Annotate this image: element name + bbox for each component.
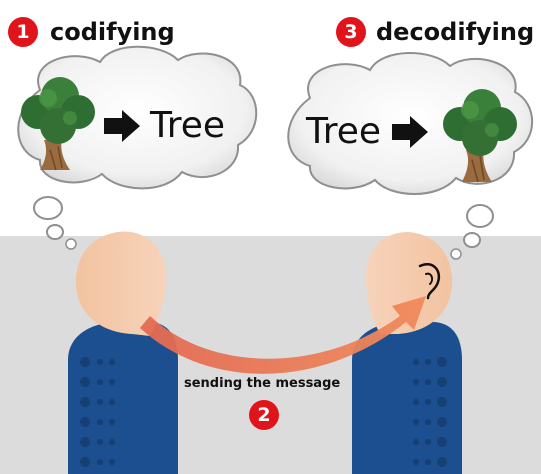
receiver-person	[352, 232, 462, 474]
step-1-label: codifying	[50, 18, 175, 46]
sender-buttons	[80, 357, 115, 467]
step-1-badge: 1	[8, 17, 38, 47]
receiver-buttons	[413, 357, 447, 467]
left-thought-cloud	[17, 45, 258, 250]
tree-icon	[443, 89, 517, 183]
tree-icon	[21, 77, 95, 171]
step-3-badge: 3	[336, 17, 366, 47]
right-arrow-icon	[392, 116, 428, 148]
tree-word-left: Tree	[150, 105, 226, 146]
step-2-label: sending the message	[184, 376, 341, 391]
step-3-label: decodifying	[376, 18, 535, 46]
tree-word-right: Tree	[306, 111, 382, 152]
right-arrow-icon	[104, 110, 140, 142]
message-arrow	[140, 296, 426, 374]
right-thought-cloud	[287, 51, 534, 260]
sender-person	[68, 231, 178, 474]
ear-icon	[418, 263, 441, 300]
step-2-badge: 2	[249, 400, 279, 430]
